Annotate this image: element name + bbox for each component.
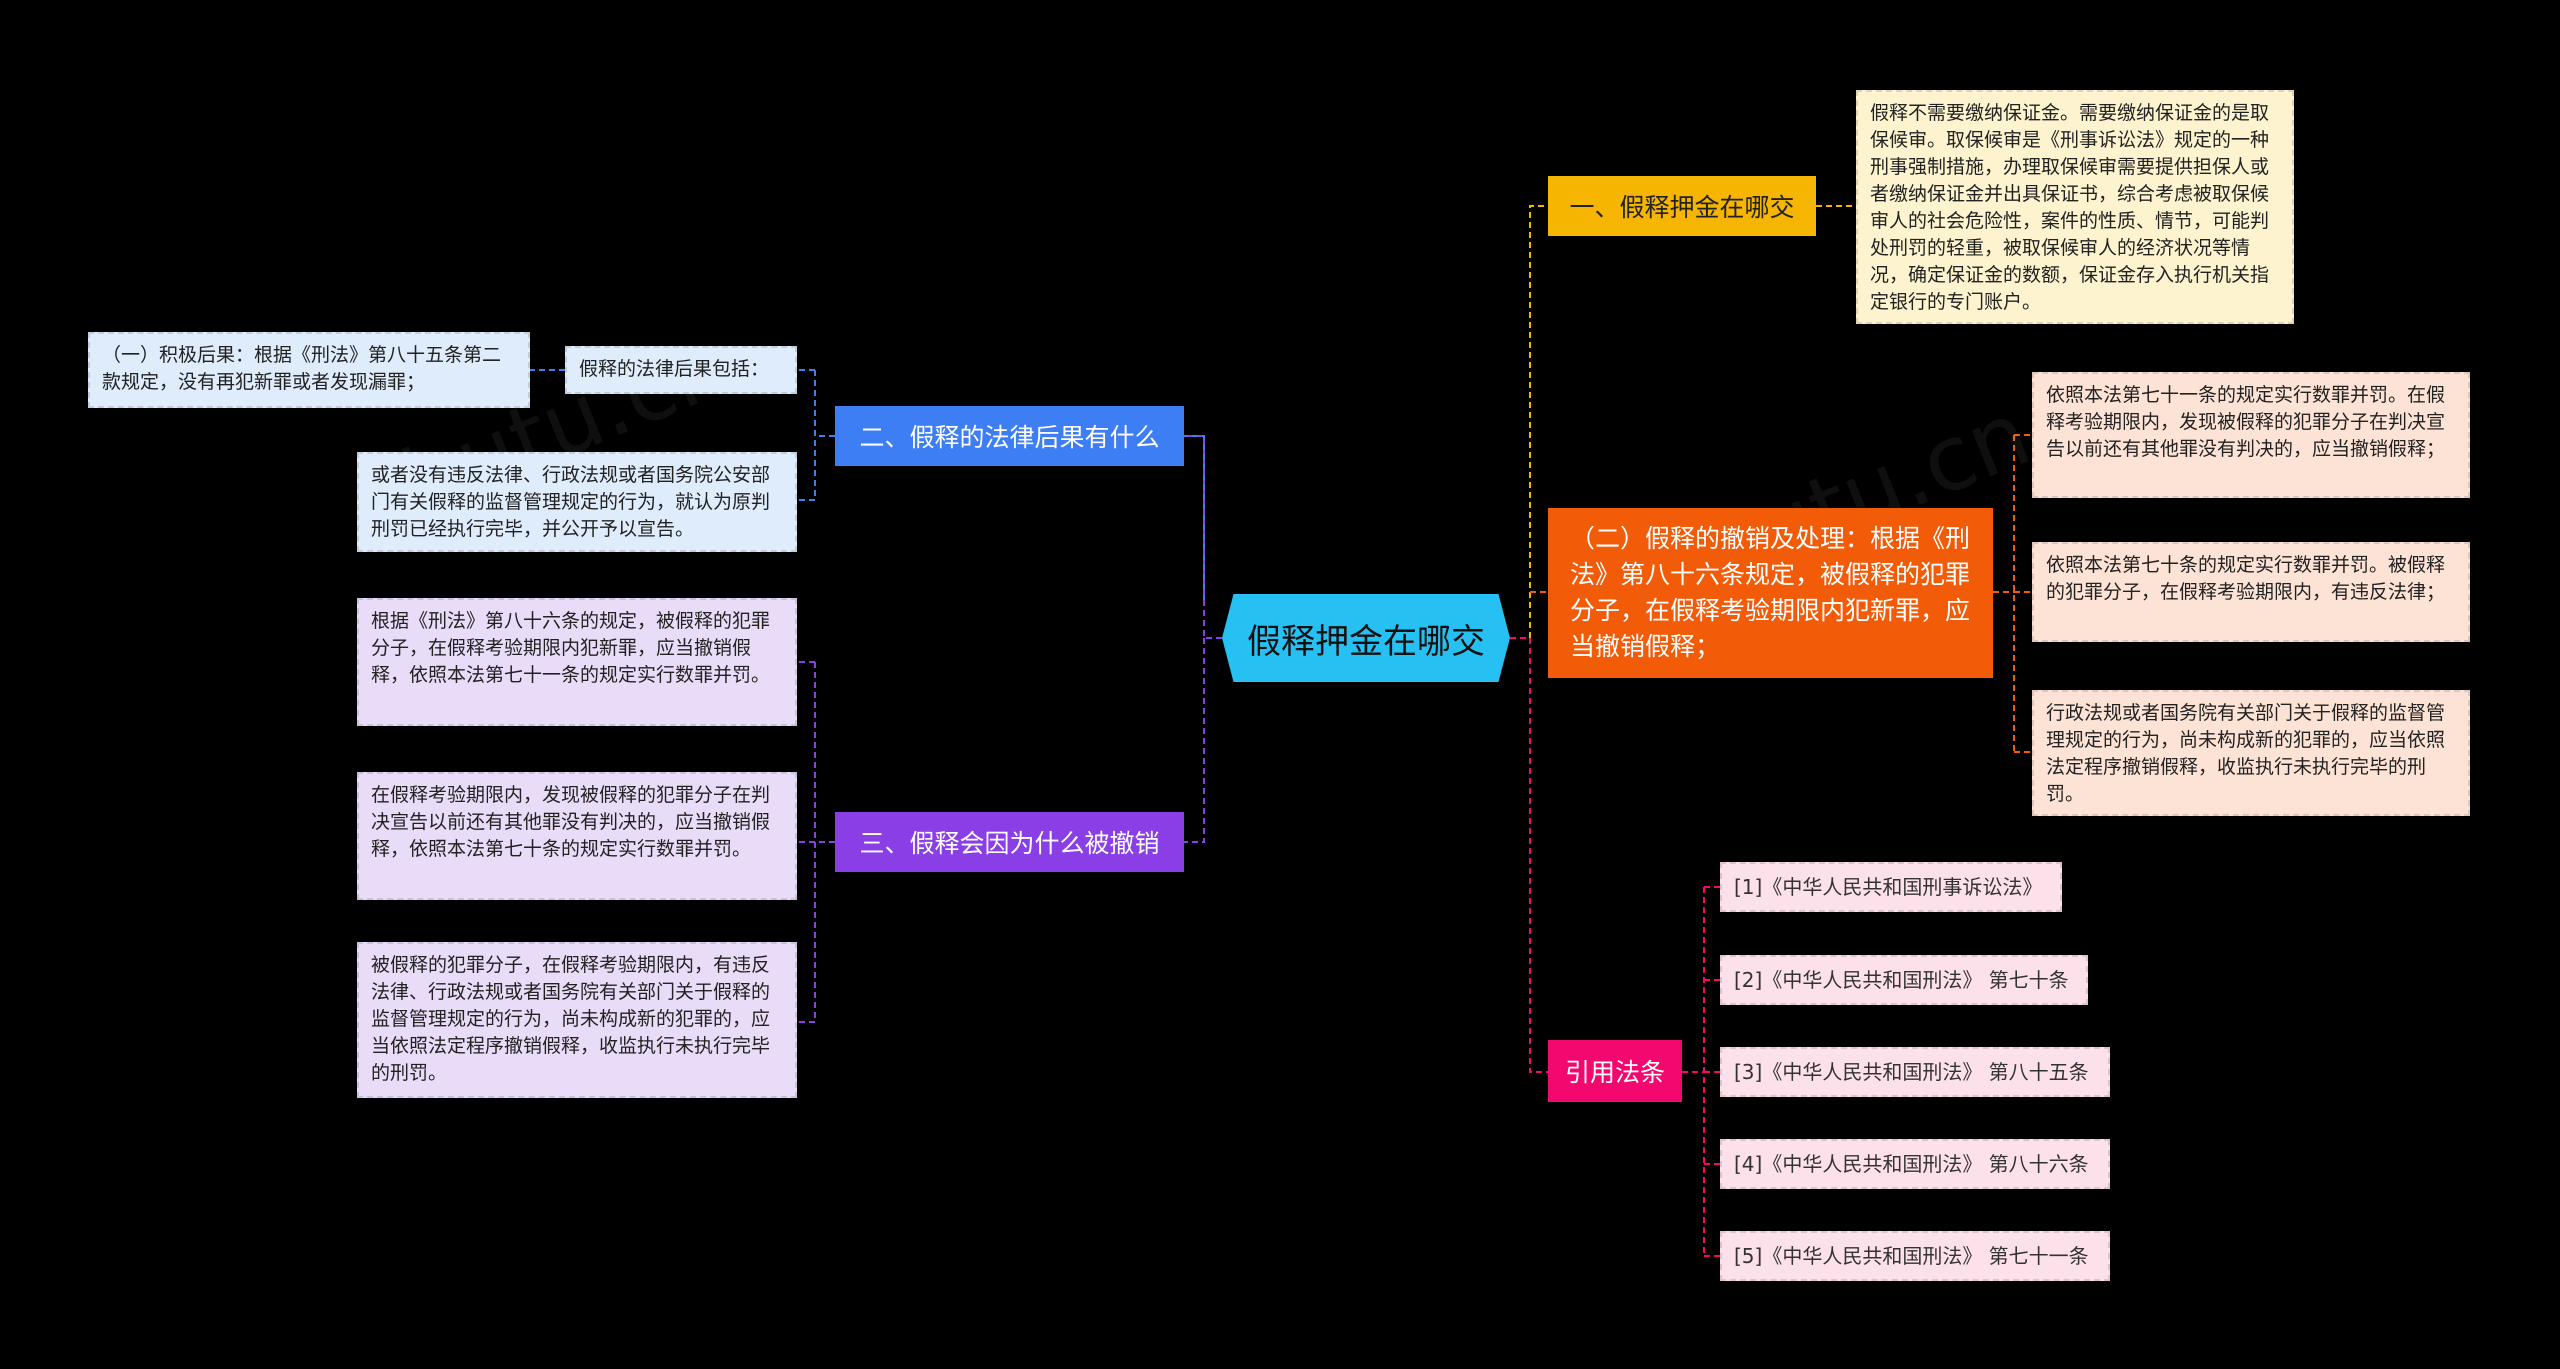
connector-b5-children [797, 661, 835, 1023]
leaf-positive-consequence[interactable]: （一）积极后果：根据《刑法》第八十五条第二款规定，没有再犯新罪或者发现漏罪； [88, 332, 530, 408]
leaf-consequence-detail[interactable]: 或者没有违反法律、行政法规或者国务院公安部门有关假释的监督管理规定的行为，就认为… [357, 452, 797, 552]
connector-b4-blue [1184, 435, 1205, 600]
leaf-revocation-reason-1[interactable]: 根据《刑法》第八十六条的规定，被假释的犯罪分子，在假释考验期限内犯新罪，应当撤销… [357, 598, 797, 726]
leaf-cited-law-2[interactable]: [2]《中华人民共和国刑法》 第七十条 [1720, 955, 2088, 1005]
leaf-where-to-pay-detail[interactable]: 假释不需要缴纳保证金。需要缴纳保证金的是取保候审。取保候审是《刑事诉讼法》规定的… [1856, 90, 2294, 324]
root-topic[interactable]: 假释押金在哪交 [1222, 594, 1510, 682]
leaf-revocation-reason-2[interactable]: 在假释考验期限内，发现被假释的犯罪分子在判决宣告以前还有其他罪没有判决的，应当撤… [357, 772, 797, 900]
branch-where-to-pay[interactable]: 一、假释押金在哪交 [1548, 176, 1816, 236]
branch-revocation-handling[interactable]: （二）假释的撤销及处理：根据《刑法》第八十六条规定，被假释的犯罪分子，在假释考验… [1548, 508, 1993, 678]
connector-b2-leaves [1993, 434, 2032, 753]
connector-b4-children [797, 369, 835, 501]
connector-b3-leaves [1682, 886, 1720, 1257]
leaf-cited-law-1[interactable]: [1]《中华人民共和国刑事诉讼法》 [1720, 862, 2062, 912]
leaf-revocation-3[interactable]: 行政法规或者国务院有关部门关于假释的监督管理规定的行为，尚未构成新的犯罪的，应当… [2032, 690, 2470, 816]
leaf-cited-law-5[interactable]: [5]《中华人民共和国刑法》 第七十一条 [1720, 1231, 2110, 1281]
leaf-revocation-1[interactable]: 依照本法第七十一条的规定实行数罪并罚。在假释考验期限内，发现被假释的犯罪分子在判… [2032, 372, 2470, 498]
connector-trunk-yellow [1529, 205, 1548, 638]
branch-revocation-reasons[interactable]: 三、假释会因为什么被撤销 [835, 812, 1184, 872]
leaf-cited-law-4[interactable]: [4]《中华人民共和国刑法》 第八十六条 [1720, 1139, 2110, 1189]
branch-legal-consequences[interactable]: 二、假释的法律后果有什么 [835, 406, 1184, 466]
leaf-revocation-reason-3[interactable]: 被假释的犯罪分子，在假释考验期限内，有违反法律、行政法规或者国务院有关部门关于假… [357, 942, 797, 1098]
connector-trunk-pink [1529, 638, 1548, 1073]
leaf-consequences-include[interactable]: 假释的法律后果包括： [565, 346, 797, 394]
leaf-revocation-2[interactable]: 依照本法第七十条的规定实行数罪并罚。被假释的犯罪分子，在假释考验期限内，有违反法… [2032, 542, 2470, 642]
branch-cited-laws[interactable]: 引用法条 [1548, 1040, 1682, 1102]
leaf-cited-law-3[interactable]: [3]《中华人民共和国刑法》 第八十五条 [1720, 1047, 2110, 1097]
